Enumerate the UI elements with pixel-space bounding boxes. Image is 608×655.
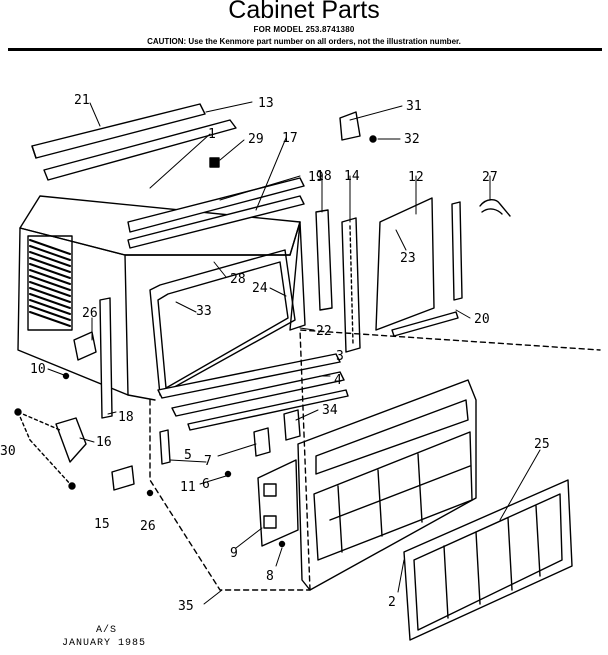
callout-22: 22 — [316, 324, 332, 339]
callout-17: 17 — [282, 131, 298, 146]
bracket-31 — [339, 111, 361, 141]
callout-4: 4 — [334, 373, 342, 388]
rail-19 — [127, 195, 305, 249]
callout-16: 16 — [96, 435, 112, 450]
callout-24: 24 — [252, 281, 268, 296]
callout-30: 30 — [0, 444, 16, 459]
bracket-26 — [73, 331, 97, 361]
callout-labels: 21 13 1 29 17 31 32 19 18 14 12 27 23 28… — [0, 93, 550, 614]
screw-26-lower — [146, 489, 154, 497]
callout-2: 2 — [388, 595, 396, 610]
callout-25: 25 — [534, 437, 550, 452]
front-grille-2 — [297, 379, 477, 591]
callout-20: 20 — [474, 312, 490, 327]
side-channel-14 — [341, 217, 361, 353]
screw-6 — [224, 470, 232, 478]
louver-4 — [171, 371, 349, 431]
footer-code: A/S — [96, 625, 118, 636]
callout-15: 15 — [94, 517, 110, 532]
filter-25 — [403, 479, 573, 641]
side-panel-12 — [375, 197, 435, 331]
callout-29: 29 — [248, 132, 264, 147]
header-rule — [8, 48, 602, 51]
clip-34 — [283, 409, 301, 441]
callout-18-lower: 18 — [118, 410, 134, 425]
callout-1: 1 — [208, 127, 216, 142]
callout-21: 21 — [74, 93, 90, 108]
block-15 — [111, 465, 135, 491]
callout-10: 10 — [30, 362, 46, 377]
callout-23: 23 — [400, 251, 416, 266]
leader-lines — [47, 101, 541, 605]
callout-6: 6 — [202, 477, 210, 492]
channel-20 — [391, 201, 463, 337]
callout-11: 11 — [180, 480, 196, 495]
screw-32 — [369, 135, 377, 143]
callout-31: 31 — [406, 99, 422, 114]
callout-34: 34 — [322, 403, 338, 418]
side-strip-18-lower — [99, 297, 113, 419]
callout-3: 3 — [336, 349, 344, 364]
callout-28: 28 — [230, 272, 246, 287]
callout-8: 8 — [266, 569, 274, 584]
callout-18: 18 — [316, 169, 332, 184]
bracket-16 — [55, 417, 87, 463]
callout-26: 26 — [82, 306, 98, 321]
callout-13: 13 — [258, 96, 274, 111]
model-number-line: FOR MODEL 253.8741380 — [253, 25, 355, 34]
callout-19: 19 — [308, 170, 324, 185]
top-rail-21 — [31, 103, 206, 159]
louver-3 — [157, 353, 341, 399]
footer-date: JANUARY 1985 — [62, 638, 147, 649]
callout-32: 32 — [404, 132, 420, 147]
screw-8 — [278, 540, 286, 548]
clip-5 — [159, 429, 171, 465]
callout-27: 27 — [482, 170, 498, 185]
callout-33: 33 — [196, 304, 212, 319]
side-channel-18 — [315, 209, 333, 311]
callout-9: 9 — [230, 546, 238, 561]
callout-7: 7 — [204, 454, 212, 469]
side-louver-grille — [27, 235, 73, 331]
top-rail-13 — [43, 119, 237, 181]
nut-29 — [209, 157, 220, 168]
kit-35-outline — [149, 329, 601, 591]
clip-7 — [253, 427, 271, 457]
callout-14: 14 — [344, 169, 360, 184]
callout-35: 35 — [178, 599, 194, 614]
diagram-title: Cabinet Parts — [228, 0, 380, 24]
clip-27 — [479, 199, 511, 217]
callout-12: 12 — [408, 170, 424, 185]
panel-9 — [257, 459, 299, 547]
screw-10 — [62, 372, 70, 380]
callout-26-lower: 26 — [140, 519, 156, 534]
callout-5: 5 — [184, 448, 192, 463]
rail-17 — [127, 177, 305, 233]
caution-note: CAUTION: Use the Kenmore part number on … — [147, 37, 461, 46]
